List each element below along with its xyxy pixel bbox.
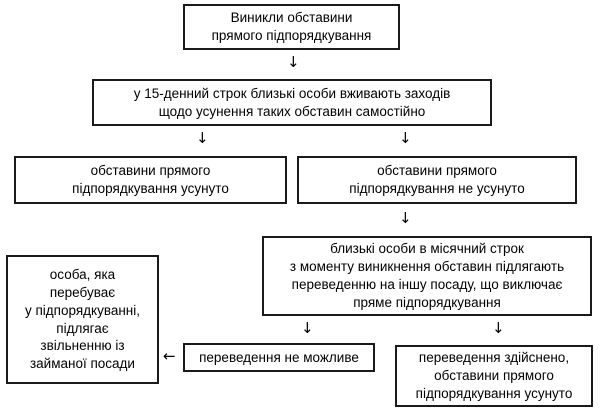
transfer-done-box-text: переведення здійснено, обставини прямого… [415,350,573,401]
arrow-down-4: ↓ [399,209,412,227]
start-box-text: Виникли обставини прямого підпорядкуванн… [211,10,372,43]
arrow-left: ← [163,347,176,365]
not-eliminated-box-text: обставини прямого підпорядкування не усу… [349,163,525,196]
fifteen-day-box-text: у 15-денний строк близькі особи вживають… [133,85,451,119]
dismissal-box: особа, яка перебуває у підпорядкуванні, … [6,255,159,384]
arrow-down-3: ↓ [399,129,412,147]
not-eliminated-box: обставини прямого підпорядкування не усу… [297,156,577,204]
monthly-transfer-box: близькі особи в місячний строк з моменту… [262,236,592,316]
transfer-impossible-box: переведення не можливе [183,343,375,372]
start-box: Виникли обставини прямого підпорядкуванн… [183,4,400,50]
eliminated-box-text: обставини прямого підпорядкування усунут… [72,163,229,196]
arrow-down-5: ↓ [301,319,314,337]
fifteen-day-box: у 15-денний строк близькі особи вживають… [92,79,492,126]
monthly-transfer-box-text: близькі особи в місячний строк з моменту… [289,241,565,310]
transfer-impossible-box-text: переведення не можливе [199,349,359,365]
arrow-down-6: ↓ [492,319,505,337]
dismissal-box-text: особа, яка перебуває у підпорядкуванні, … [24,267,141,372]
arrow-down-2: ↓ [196,129,209,147]
transfer-done-box: переведення здійснено, обставини прямого… [395,345,593,407]
eliminated-box: обставини прямого підпорядкування усунут… [14,156,287,204]
arrow-down-1: ↓ [287,53,300,71]
